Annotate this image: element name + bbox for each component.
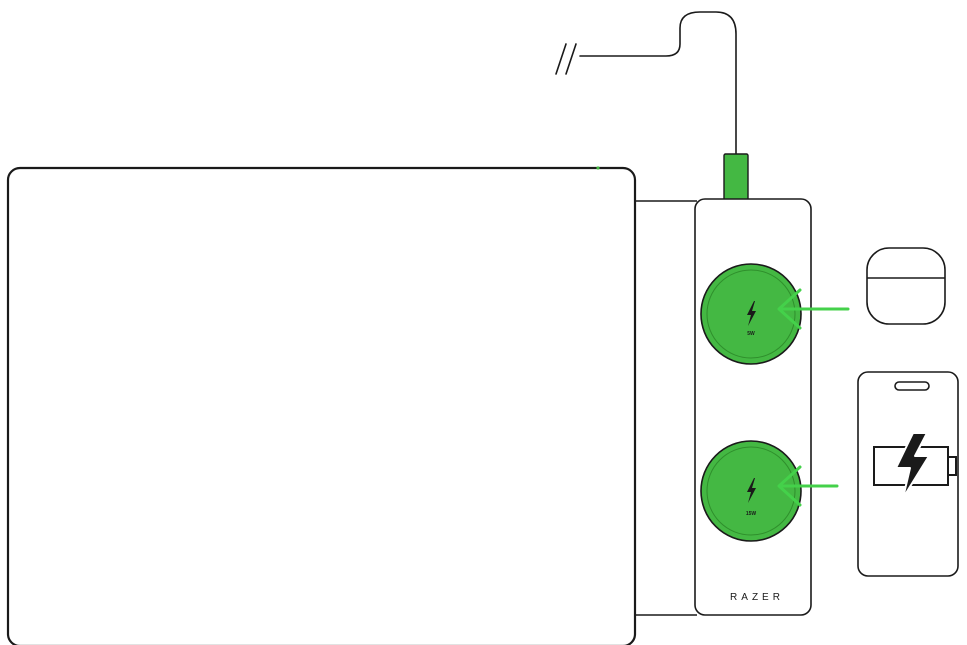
phone-icon xyxy=(857,371,959,577)
arrow-to-bottom-pad xyxy=(777,465,839,507)
earbuds-case-icon xyxy=(866,247,946,325)
charging-pad-bottom: 15W xyxy=(700,440,802,542)
brand-logo: RAZER xyxy=(730,592,784,603)
pad-wattage-label: 15W xyxy=(746,511,757,517)
phone-speaker xyxy=(894,381,930,391)
lightning-bolt-icon xyxy=(895,432,930,499)
mouse-mat xyxy=(6,166,637,645)
lightning-bolt-icon xyxy=(747,301,756,326)
mat-dock-joint xyxy=(635,200,697,616)
cable-break-icon xyxy=(555,43,577,75)
charging-pad-top: 5W xyxy=(700,263,802,365)
power-cable xyxy=(579,11,737,155)
status-led xyxy=(596,166,600,170)
arrow-to-top-pad xyxy=(777,288,850,330)
lightning-bolt-icon xyxy=(747,478,756,503)
pad-wattage-label: 5W xyxy=(747,331,755,337)
battery-charging-icon xyxy=(873,432,957,499)
usb-plug-icon xyxy=(723,153,749,201)
charging-dock xyxy=(694,198,812,616)
